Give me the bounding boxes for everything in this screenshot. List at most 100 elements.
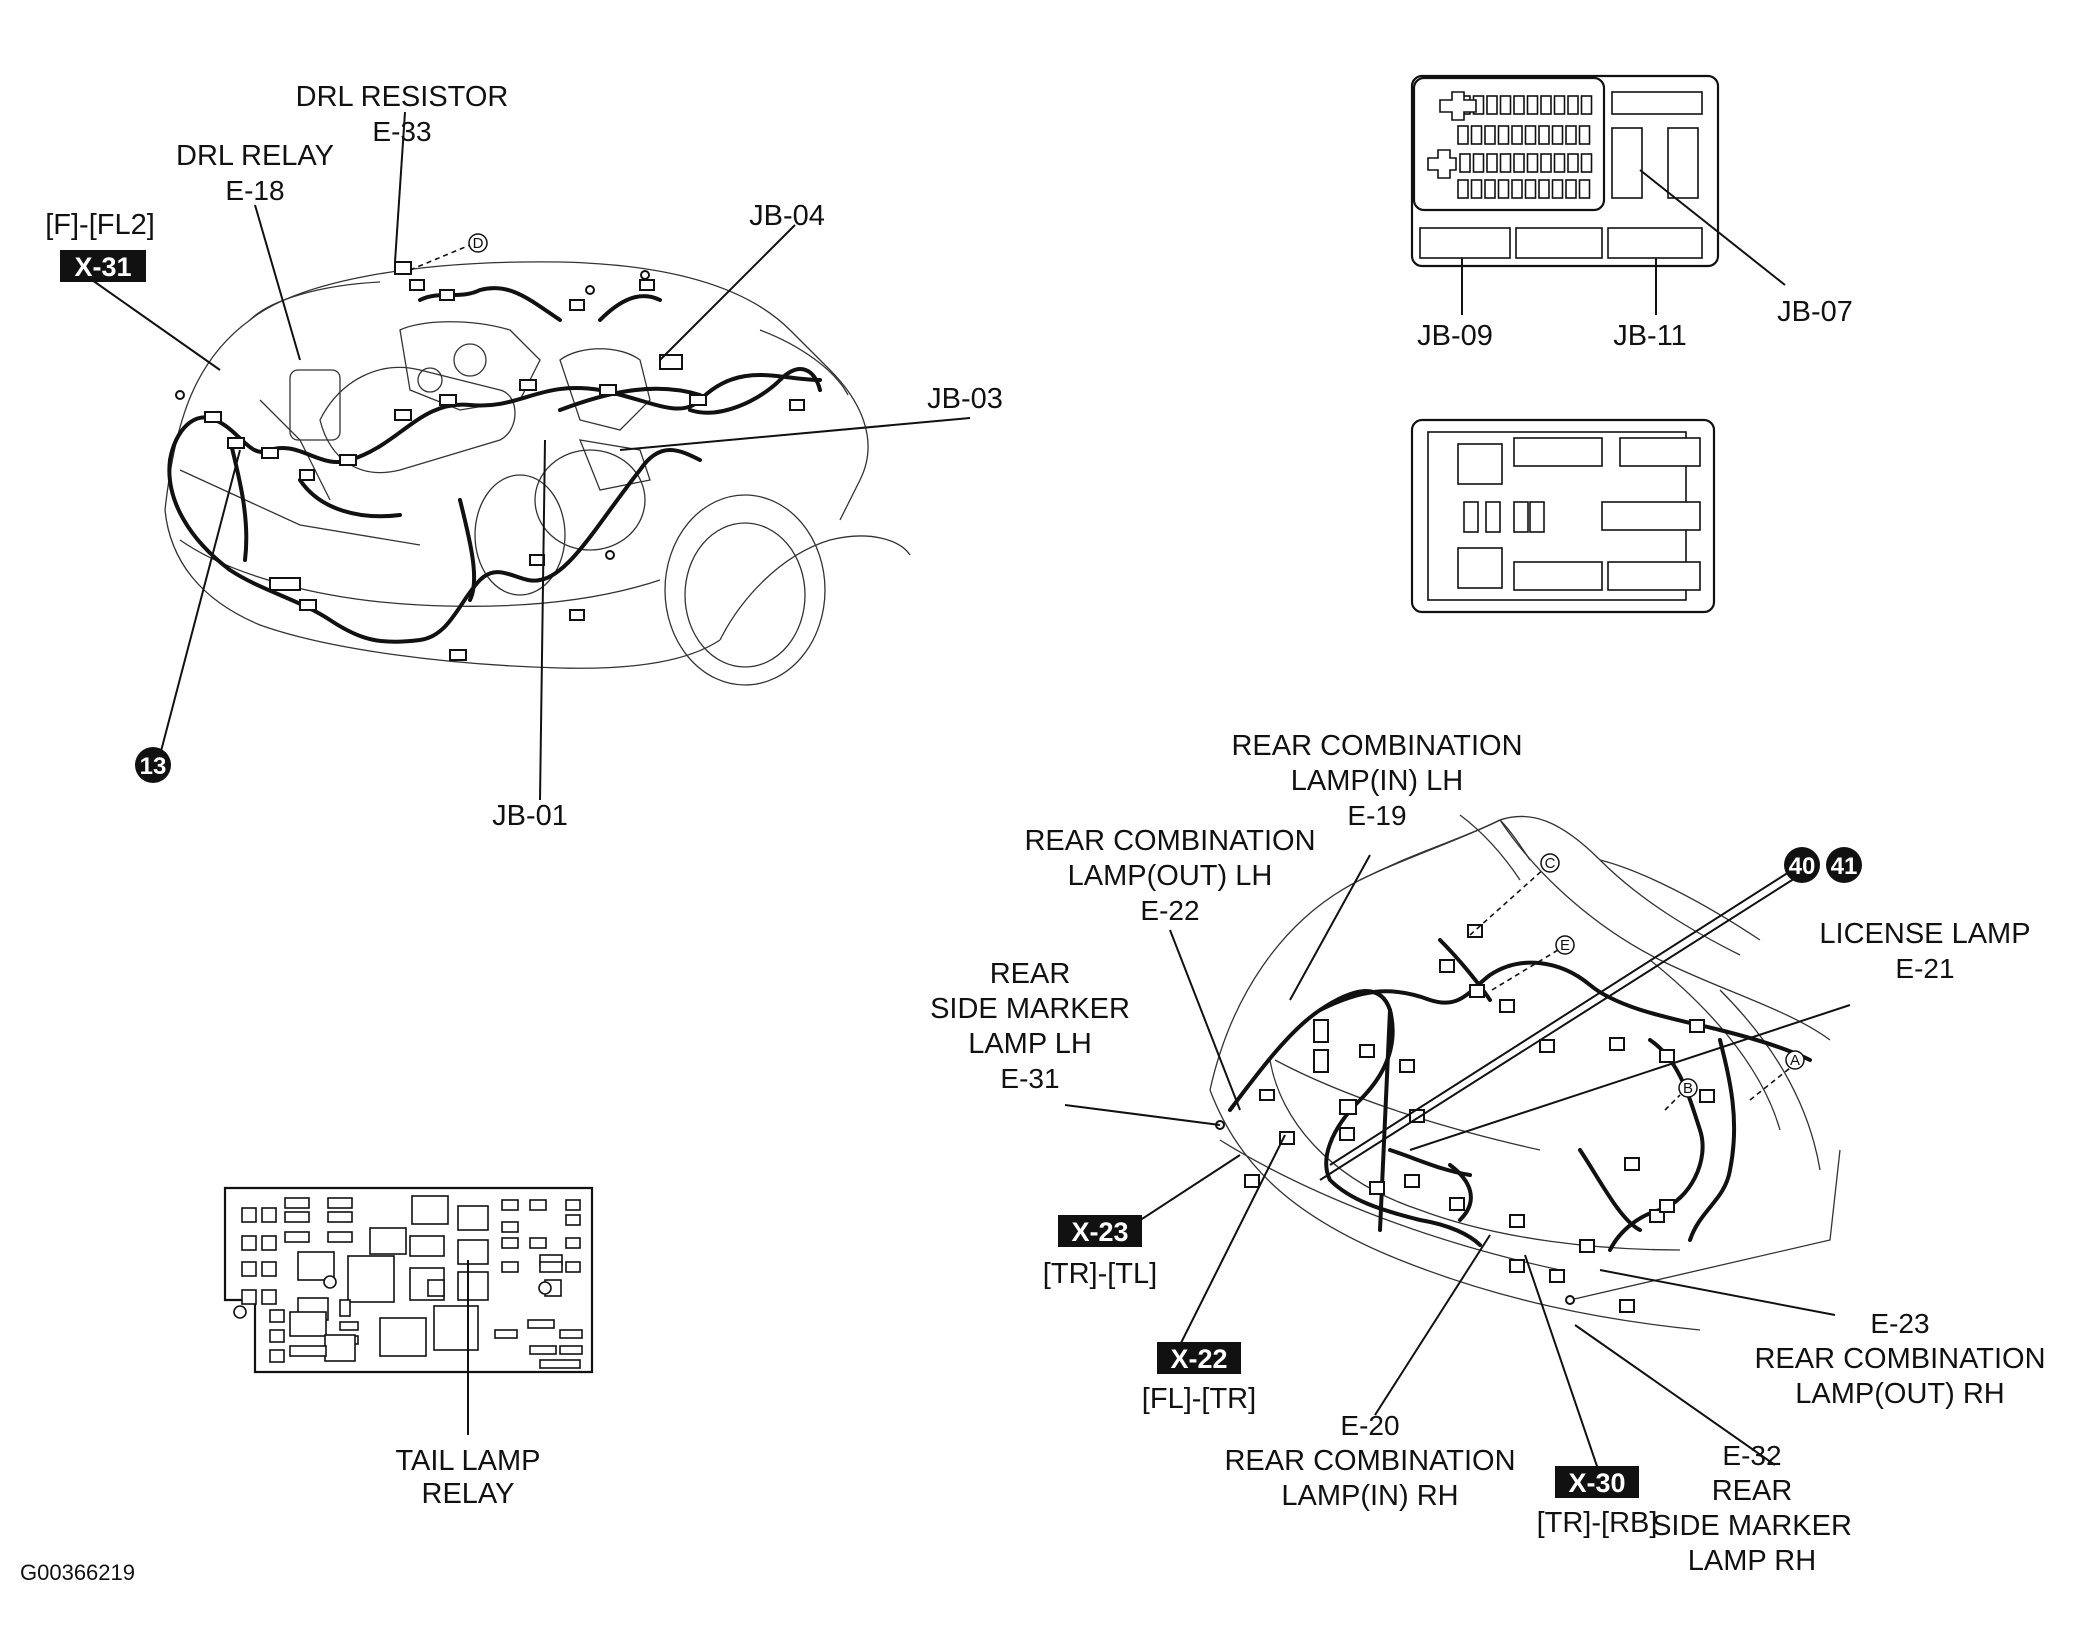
fuse-slot	[1472, 153, 1485, 173]
relay-component	[457, 1205, 489, 1231]
fuse-slot	[1526, 153, 1539, 173]
front-engine-bay-view: DRL RESISTOR E-33 DRL RELAY E-18 [F]-[FL…	[45, 81, 1003, 832]
junction-box-lower	[1410, 418, 1716, 614]
relay-component	[565, 1237, 581, 1249]
relay-component	[241, 1207, 257, 1223]
fuse-slot	[1540, 153, 1552, 173]
rear-wiring-harness	[1228, 938, 1812, 1252]
fuse-slot	[1580, 153, 1593, 173]
relay-component	[324, 1334, 356, 1362]
rc-out-rh-line2: LAMP(OUT) RH	[1795, 1378, 2004, 1410]
fuse-slot	[1578, 125, 1591, 145]
fuse-slot	[1486, 153, 1498, 173]
relay-component	[369, 1227, 407, 1255]
relay-component	[297, 1251, 335, 1281]
fuse-slot	[1513, 153, 1525, 173]
x30-pair: [TR]-[RB]	[1537, 1507, 1658, 1539]
relay-component	[339, 1299, 351, 1317]
marker-b-circle	[1678, 1078, 1698, 1098]
relay-component	[565, 1261, 581, 1273]
fuse-slot	[1538, 125, 1550, 145]
jb11-label: JB-11	[1613, 320, 1687, 352]
fuse-slot	[1457, 125, 1469, 145]
relay-component	[539, 1359, 581, 1369]
fuse-slot	[1540, 95, 1552, 115]
fuse-slot	[1580, 95, 1593, 115]
drl-relay-code: E-18	[225, 175, 284, 206]
relay-component	[433, 1305, 479, 1351]
fuse-slot	[1524, 179, 1537, 199]
fuse-slot	[1553, 153, 1566, 173]
marker-c-circle	[1540, 853, 1560, 873]
rsm-lh-code: E-31	[1000, 1063, 1059, 1094]
relay-component	[501, 1261, 519, 1273]
junction-box-upper: JB-09 JB-11 JB-07	[1410, 74, 1853, 352]
marker-a-circle	[1785, 1050, 1805, 1070]
fuse-slot	[1551, 125, 1564, 145]
relay-component	[284, 1197, 310, 1209]
relay-component	[269, 1309, 285, 1323]
fuse-slot	[1551, 179, 1564, 199]
fuse-slot	[1553, 95, 1566, 115]
fl2-connector-pair: [F]-[FL2]	[45, 209, 155, 241]
rsm-rh-line2: SIDE MARKER	[1652, 1510, 1852, 1542]
relay-component	[379, 1317, 427, 1357]
ground-40-label: 40	[1789, 853, 1816, 880]
relay-box: TAIL LAMP RELAY	[223, 1186, 594, 1510]
rc-in-rh-line2: LAMP(IN) RH	[1281, 1480, 1458, 1512]
jb11-socket	[1607, 227, 1703, 259]
relay-component	[347, 1255, 395, 1303]
license-lamp-name: LICENSE LAMP	[1819, 918, 2030, 950]
relay-component	[261, 1261, 277, 1277]
relay-component	[284, 1211, 310, 1223]
relay-component	[529, 1199, 547, 1211]
fuse-slot	[1486, 95, 1498, 115]
fuse-slot	[1497, 125, 1510, 145]
relay-box-cells	[233, 1195, 583, 1369]
mounting-hole-icon	[233, 1305, 247, 1319]
rsm-lh-line2: SIDE MARKER	[930, 993, 1130, 1025]
drl-resistor-name: DRL RESISTOR	[296, 81, 509, 113]
relay-component	[241, 1235, 257, 1251]
fuse-slot	[1499, 95, 1512, 115]
rc-out-lh-code: E-22	[1140, 895, 1199, 926]
marker-d-circle	[468, 233, 488, 253]
ground-13-label: 13	[140, 753, 167, 780]
rear-leader-lines	[1064, 854, 1851, 1476]
relay-component	[559, 1345, 583, 1355]
rc-in-lh-line1: REAR COMBINATION	[1231, 730, 1522, 762]
relay-component	[527, 1319, 555, 1329]
tail-lamp-relay-line2: RELAY	[422, 1478, 515, 1510]
fuse-slot	[1499, 153, 1512, 173]
relay-component	[501, 1199, 519, 1211]
x31-badge	[60, 250, 146, 282]
rear-car-body-outline	[1209, 814, 1841, 1331]
ground-41-label: 41	[1831, 853, 1858, 880]
marker-b-label: B	[1683, 1080, 1693, 1097]
x23-pair: [TR]-[TL]	[1043, 1258, 1157, 1290]
fuse-slot	[1511, 179, 1523, 199]
relay-component	[494, 1329, 518, 1339]
fuse-slot	[1470, 125, 1483, 145]
x30-label: X-30	[1568, 1468, 1625, 1498]
relay-component	[457, 1271, 489, 1301]
fuse-cells	[1457, 95, 1593, 199]
fuse-slot	[1526, 95, 1539, 115]
fuse-slot	[1511, 125, 1523, 145]
fuse-slot	[1513, 95, 1525, 115]
front-wiring-harness	[167, 286, 822, 644]
relay-component	[284, 1231, 310, 1243]
rc-in-rh-line1: REAR COMBINATION	[1224, 1445, 1515, 1477]
marker-a-label: A	[1790, 1052, 1800, 1069]
relay-component	[559, 1329, 583, 1339]
relay-component	[501, 1221, 519, 1233]
rc-in-rh-code: E-20	[1340, 1410, 1399, 1441]
rsm-rh-line1: REAR	[1712, 1475, 1793, 1507]
relay-component	[539, 1261, 563, 1273]
jb09-socket	[1419, 227, 1511, 259]
drl-relay-name: DRL RELAY	[176, 140, 334, 172]
relay-component	[565, 1199, 581, 1211]
fuse-slot	[1567, 95, 1579, 115]
front-connectors	[175, 261, 805, 661]
